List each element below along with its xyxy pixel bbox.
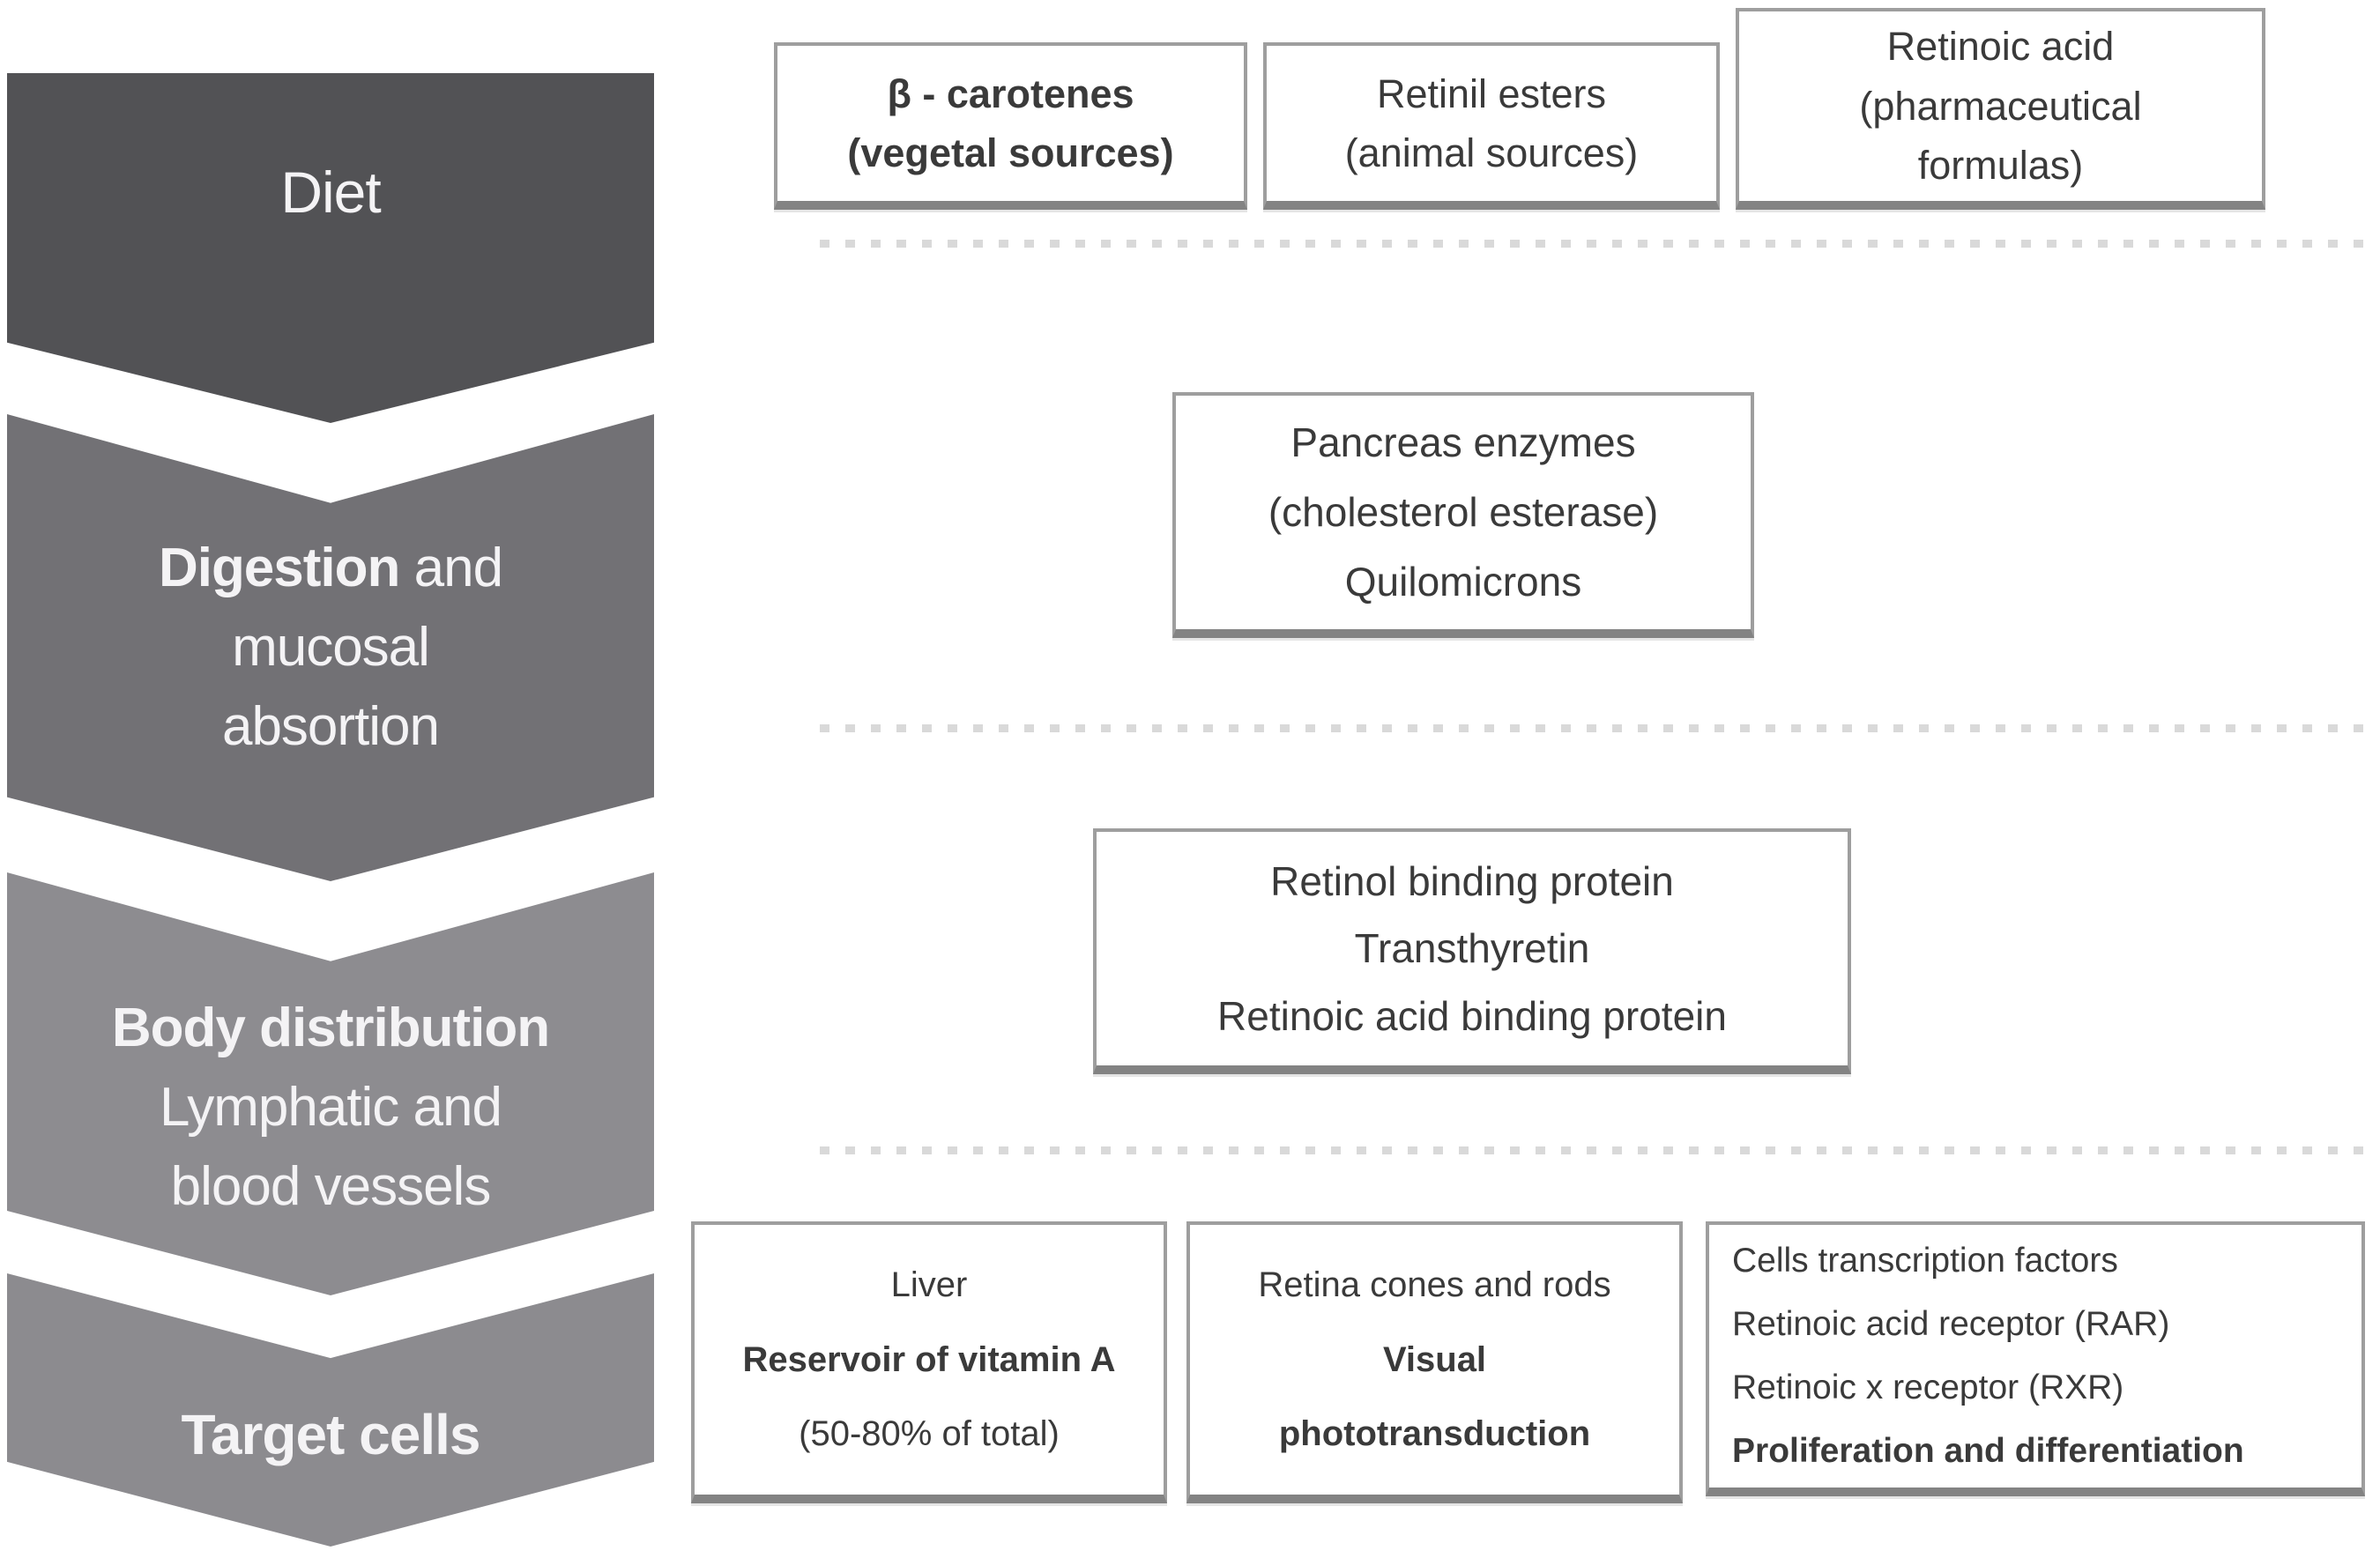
box-line: Retinoic x receptor (RXR) [1732,1369,2124,1406]
stage-text: Digestion [158,538,400,599]
stage-label-line: mucosal [159,608,502,687]
stage-text: Lymphatic and [160,1077,502,1139]
stage-chevron-diet: Diet [7,73,654,423]
box-line: Quilomicrons [1344,559,1582,605]
box-line: Retinoic acid receptor (RAR) [1732,1304,2170,1343]
box-liver: Liver Reservoir of vitamin A (50-80% of … [691,1221,1167,1503]
box-cell-transcription-factors: Cells transcription factors Retinoic aci… [1706,1221,2365,1496]
stage-text: and [399,538,503,599]
stage-text: Target cells [181,1403,481,1466]
stage-divider-3 [820,1146,2376,1154]
box-retinil-esters: Retinil esters (animal sources) [1263,42,1720,210]
box-line: Retinol binding protein [1270,857,1674,904]
stage-chevron-digestion: Digestion and mucosal absortion [7,414,654,881]
box-line: (animal sources) [1344,130,1639,175]
box-line: β - carotenes [887,70,1134,116]
box-line: Retinoic acid binding protein [1217,992,1727,1039]
stage-chevron-target-cells: Target cells [7,1273,654,1547]
box-line: Proliferation and differentiation [1732,1432,2244,1471]
stage-label-digestion: Digestion and mucosal absortion [158,529,503,767]
stage-divider-1 [820,240,2376,248]
stage-label-line: absortion [159,687,502,767]
stage-label-line: Diet [280,159,381,226]
box-line: Retina cones and rods [1258,1265,1611,1304]
stage-label-target-cells: Target cells [181,1402,481,1467]
box-line: Visual [1382,1339,1487,1379]
box-pancreas-enzymes: Pancreas enzymes (cholesterol esterase) … [1172,392,1754,638]
box-line: formulas) [1917,143,2084,189]
box-line: Pancreas enzymes [1290,419,1636,465]
stage-chevron-body-distribution: Body distribution Lymphatic and blood ve… [7,872,654,1295]
stage-text: Diet [280,159,381,225]
stage-text: absortion [221,695,440,757]
stage-label-line: Digestion and [158,529,503,608]
box-line: Liver [890,1265,968,1304]
stage-label-line: blood vessels [112,1147,549,1227]
stage-label-diet: Diet [280,159,381,226]
box-line: (50-80% of total) [799,1414,1060,1454]
box-line: (vegetal sources) [847,130,1174,175]
box-line: Retinoic acid [1886,24,2115,70]
box-retinoic-acid: Retinoic acid (pharmaceutical formulas) [1736,8,2265,210]
box-line: Transthyretin [1354,925,1590,972]
box-line: Reservoir of vitamin A [742,1339,1116,1379]
stage-label-body-distribution: Body distribution Lymphatic and blood ve… [111,989,550,1227]
stage-text: mucosal [232,617,430,679]
box-line: (pharmaceutical [1859,83,2142,129]
stage-label-line: Body distribution [111,989,550,1068]
box-line: (cholesterol esterase) [1268,488,1659,535]
stage-text: Body distribution [111,998,550,1059]
stage-text: blood vessels [170,1155,492,1217]
stage-label-line: Lymphatic and [112,1068,549,1147]
box-beta-carotenes: β - carotenes (vegetal sources) [774,42,1247,210]
stage-divider-2 [820,724,2376,732]
box-binding-proteins: Retinol binding protein Transthyretin Re… [1093,828,1851,1074]
box-line: phototransduction [1278,1414,1591,1454]
box-line: Cells transcription factors [1732,1241,2118,1280]
stage-label-line: Target cells [181,1402,481,1467]
box-retina: Retina cones and rods Visual phototransd… [1186,1221,1683,1503]
box-line: Retinil esters [1376,70,1607,116]
